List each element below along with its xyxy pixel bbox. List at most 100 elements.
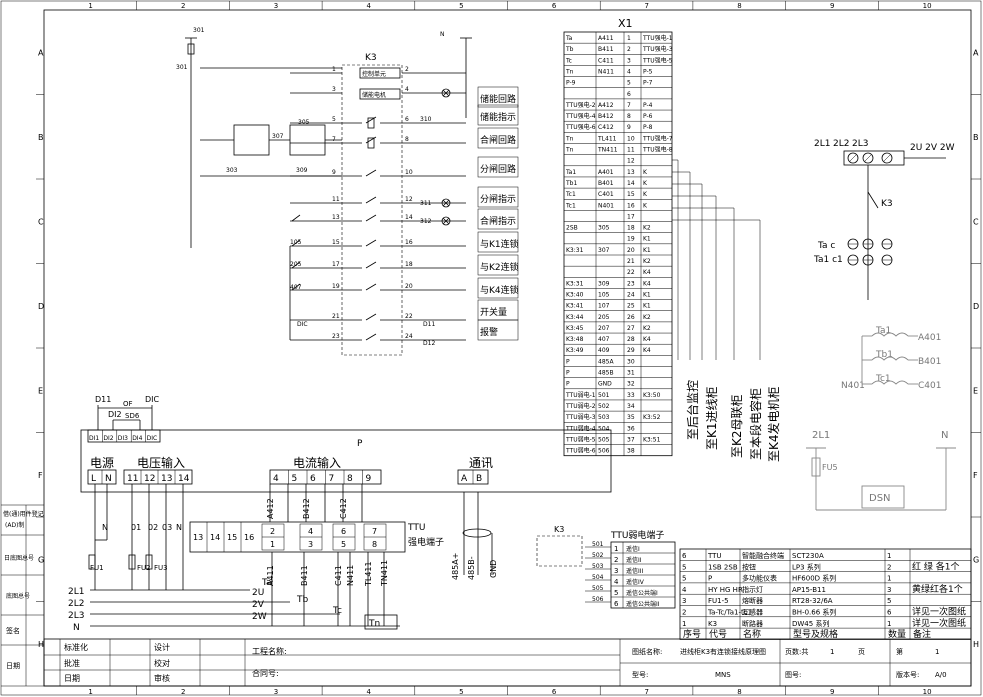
- tb-version-label: 版本号:: [896, 670, 919, 679]
- coil-icon: [367, 117, 375, 129]
- bus-out-label: 2U 2V 2W: [910, 143, 955, 153]
- x1-cell: N411: [598, 68, 614, 75]
- contact-icon: [365, 196, 377, 204]
- weak-terminal-label: 遥信III: [626, 567, 644, 575]
- row-letter: A: [38, 48, 44, 57]
- k3-terminal-num: 15: [332, 239, 340, 246]
- x1-cell: 17: [627, 213, 635, 220]
- x1-cell: K3:52: [643, 414, 661, 421]
- x1-cell: K4: [643, 280, 651, 287]
- k3-terminal-num: 6: [405, 116, 409, 123]
- bom-cell: 1: [887, 552, 891, 560]
- contact-icon: [365, 169, 377, 177]
- bus-labels: 2L1: [814, 139, 830, 149]
- relay-box-2: [289, 124, 326, 156]
- bus-labels: 2L2: [833, 139, 849, 149]
- bom-cell: 5: [887, 597, 891, 605]
- column-number: 8: [737, 688, 741, 696]
- tb-mid: 校对: [154, 658, 170, 668]
- bom-cell: 1: [887, 620, 891, 628]
- k3-function-label: 储能回路: [480, 93, 516, 105]
- ttu-terminal: 13: [193, 533, 203, 542]
- lamp-icon: [441, 88, 451, 98]
- bom-cell: 3: [682, 597, 686, 605]
- switch-icon: [291, 261, 301, 269]
- fuse-icon: [187, 43, 195, 55]
- contact-icon: [365, 283, 377, 291]
- column-number: 1: [88, 688, 92, 696]
- bom-cell: AP15-B11: [792, 586, 826, 594]
- k3-terminal-num: 2: [405, 66, 409, 73]
- bom-cell: SCT230A: [792, 552, 824, 560]
- k3-function-label: 报警: [480, 326, 498, 338]
- x1-cell: 309: [598, 280, 610, 287]
- x1-cell: 26: [627, 314, 635, 321]
- fuse-icon: [145, 554, 153, 570]
- k3-label-box: [477, 231, 519, 253]
- dsn-label: DSN: [869, 493, 891, 504]
- p-title: P: [357, 439, 363, 449]
- x1-cell: K3:40: [566, 291, 584, 298]
- x1-cell: 409: [598, 347, 610, 354]
- k3-function-label: 合闸指示: [480, 215, 516, 227]
- x1-cell: 3: [627, 57, 631, 64]
- x1-cell: 207: [598, 325, 610, 332]
- k3-terminal-num: 5: [332, 116, 336, 123]
- fuse-icon: [88, 554, 96, 570]
- strip-label: (AD)制: [5, 521, 24, 529]
- x1-cell: K3:45: [566, 325, 584, 332]
- x1-cell: 34: [627, 403, 635, 410]
- phase-out: 2W: [252, 612, 267, 622]
- x1-cell: 10: [627, 135, 635, 142]
- tb-type-label: 型号:: [632, 670, 648, 679]
- destination-labels: 至后台监控至K1进线柜至K2母联柜至本段电容柜至K4发电机柜: [685, 380, 781, 462]
- weak-k3: K3: [554, 525, 564, 534]
- wire-mark: 205: [290, 261, 302, 268]
- weak-terminal-num: 4: [614, 578, 619, 586]
- switch-icon: [291, 239, 301, 247]
- voltage-wire: 01: [131, 523, 141, 532]
- bom-cell: 4: [682, 586, 687, 594]
- section-current: 电流输入: [293, 455, 341, 470]
- k3-terminal-num: 17: [332, 261, 340, 268]
- down-wire: TL411: [364, 561, 373, 587]
- x1-cell: K3:49: [566, 347, 584, 354]
- x1-cell: 5: [627, 80, 631, 87]
- x1-cell: K3:31: [566, 280, 584, 287]
- x1-cell: C411: [598, 57, 614, 64]
- column-number: 10: [923, 2, 932, 10]
- row-letter: B: [973, 133, 979, 142]
- strip-label: 底图总号: [6, 592, 30, 600]
- x1-cell: Tb1: [565, 180, 577, 187]
- ttu-terminal: 3: [308, 540, 313, 549]
- x1-cell: K3:31: [566, 247, 584, 254]
- x1-cell: K: [643, 169, 648, 176]
- tb-contract: 合同号:: [252, 668, 279, 678]
- bom-cell: 5: [682, 563, 686, 571]
- k3-terminal-num: 10: [405, 169, 413, 176]
- tb-pages-label: 页数:共: [785, 647, 808, 656]
- column-number: 6: [552, 688, 557, 696]
- x1-cell: K1: [643, 247, 651, 254]
- bus-labels: 2L3: [852, 139, 868, 149]
- x1-cell: P: [566, 358, 570, 365]
- x1-cell: TTU弱电-2: [565, 402, 596, 410]
- k3-terminal-num: 24: [405, 333, 413, 340]
- bom-header: 名称: [743, 628, 761, 640]
- ct-bank-label: Tc1: [875, 374, 891, 384]
- destination-label: 至本段电容柜: [748, 388, 763, 460]
- k3-terminal-num: 4: [405, 86, 409, 93]
- k3-function-label: 分闸回路: [480, 163, 516, 175]
- tb-type: MNS: [715, 671, 731, 679]
- bom-cell: DW45 系列: [792, 619, 829, 628]
- down-wire: A411: [266, 565, 275, 586]
- tb-left: 日期: [64, 674, 80, 683]
- down-wire: TN411: [380, 560, 389, 587]
- bom-cell: K3: [708, 620, 717, 628]
- x1-cell: P-8: [643, 124, 653, 131]
- tb-drawing-no: 图号:: [785, 671, 801, 679]
- destination-label: 至后台监控: [685, 380, 700, 440]
- bom-cell: 3: [887, 586, 891, 594]
